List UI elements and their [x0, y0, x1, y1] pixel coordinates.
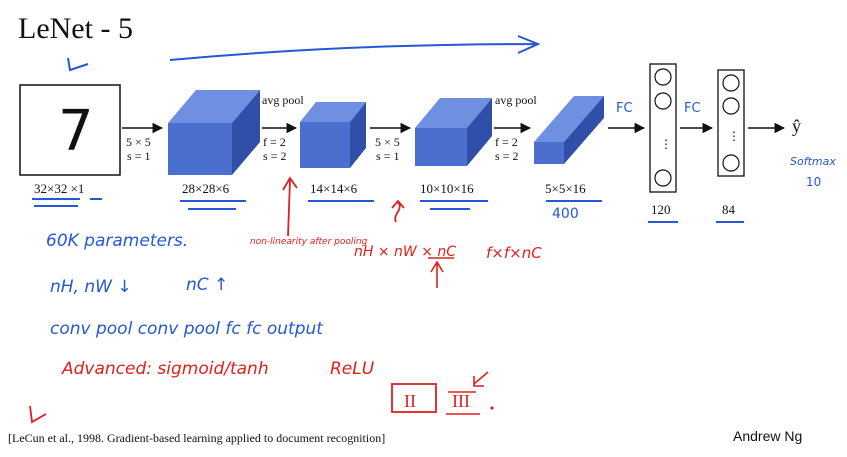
softmax-label: Softmax [790, 155, 836, 168]
red-formula-arrow [428, 257, 454, 288]
dim-fc2: 84 [722, 202, 736, 217]
pool1-f: f = 2 [263, 135, 286, 149]
svg-text:⋮: ⋮ [728, 129, 740, 143]
input-image-box [19, 84, 121, 176]
conv1-stride: s = 1 [127, 149, 150, 163]
note-relu: ReLU [330, 359, 375, 379]
block-conv1 [168, 90, 260, 175]
note-nonlinearity: non-linearity after pooling [250, 237, 368, 247]
block-pool1 [300, 102, 366, 168]
top-blue-arrow [169, 35, 541, 61]
note-sequence: conv pool conv pool fc fc output [50, 319, 324, 339]
pool2-s: s = 2 [495, 149, 518, 163]
note-grow: nC ↑ [186, 275, 228, 295]
dim-pool1: 14×14×6 [310, 181, 358, 196]
fc1-label: FC [616, 101, 633, 116]
fc1-layer: ⋮ [649, 63, 677, 193]
section-marks: II III [391, 371, 494, 415]
red-up-arrow [282, 176, 298, 237]
red-squiggle [391, 199, 405, 223]
note-advanced: Advanced: sigmoid/tanh [61, 359, 269, 379]
note-shrink: nH, nW ↓ [50, 277, 132, 297]
dim-pool2: 5×5×16 [545, 181, 586, 196]
fc2-layer: ⋮ [717, 69, 745, 177]
pool2-f: f = 2 [495, 135, 518, 149]
dim-pool2-count: 400 [552, 206, 579, 222]
dim-conv1: 28×28×6 [182, 181, 230, 196]
page-title: LeNet - 5 [18, 12, 133, 45]
author-credit: Andrew Ng [733, 428, 803, 444]
conv2-stride: s = 1 [376, 149, 399, 163]
note-formula1: nH × nW × nC [354, 244, 456, 260]
section-two: II [404, 391, 416, 411]
softmax-count: 10 [806, 175, 821, 189]
fc2-label: FC [684, 101, 701, 116]
svg-text:⋮: ⋮ [660, 137, 672, 151]
check-mark-1 [67, 57, 89, 72]
note-params: 60K parameters. [46, 231, 188, 251]
conv1-kernel: 5 × 5 [126, 135, 151, 149]
output-yhat: ŷ [792, 116, 801, 136]
section-three: III [452, 391, 470, 411]
pool1-name: avg pool [262, 93, 304, 107]
pool2-name: avg pool [495, 93, 537, 107]
dim-conv2: 10×10×16 [420, 181, 474, 196]
dim-input: 32×32 ×1 [34, 181, 84, 196]
note-formula2: f×f×nC [486, 244, 542, 262]
citation: [LeCun et al., 1998. Gradient-based lear… [8, 431, 386, 445]
dim-fc1: 120 [651, 202, 671, 217]
underline-strokes [32, 198, 744, 223]
block-pool2 [534, 96, 604, 164]
input-digit: 7 [58, 99, 94, 164]
check-mark-2 [29, 405, 47, 424]
pool1-s: s = 2 [263, 149, 286, 163]
block-conv2 [415, 98, 492, 166]
conv2-kernel: 5 × 5 [375, 135, 400, 149]
